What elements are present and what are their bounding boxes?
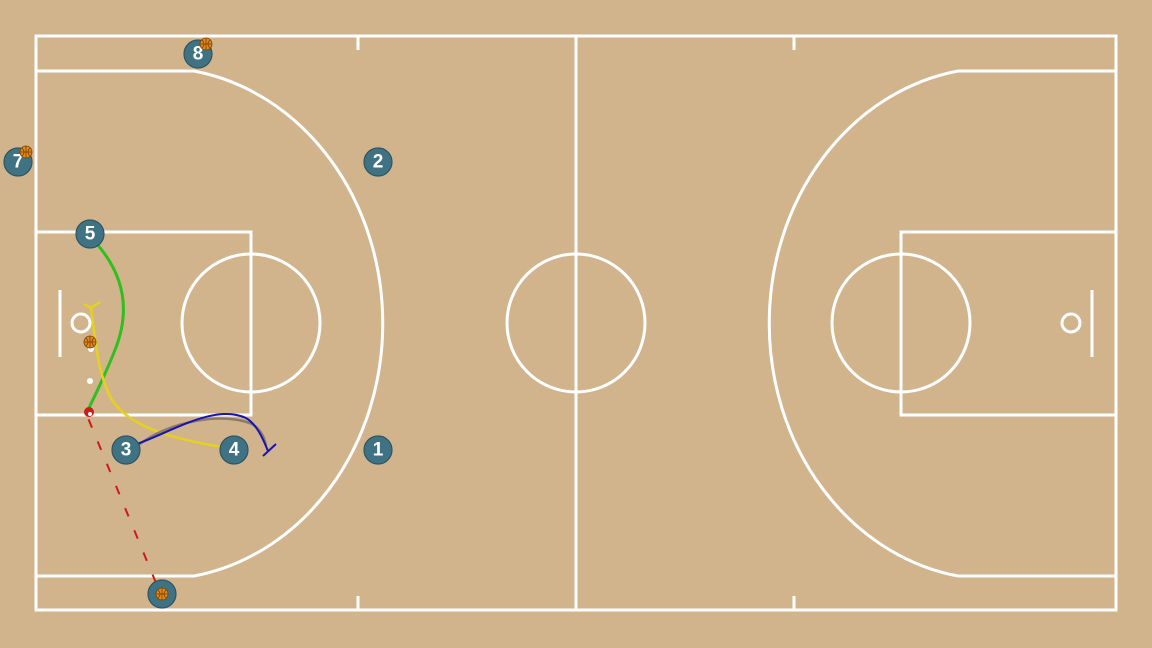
player-2[interactable]: 2 bbox=[363, 147, 393, 177]
player-number: 8 bbox=[193, 44, 204, 65]
basketball-icon bbox=[155, 587, 169, 601]
left-free-throw-circle bbox=[180, 252, 322, 394]
pass-line-path bbox=[87, 417, 157, 584]
court-lines bbox=[34, 34, 1118, 612]
player-marker bbox=[75, 219, 105, 249]
left-hoop bbox=[70, 312, 92, 334]
player-number: 3 bbox=[121, 440, 132, 461]
player-ball-handler[interactable] bbox=[147, 579, 177, 609]
player-4[interactable]: 4 bbox=[219, 435, 249, 465]
right-hoop bbox=[1060, 312, 1082, 334]
basketball-icon bbox=[199, 37, 213, 51]
player-number: 2 bbox=[373, 152, 384, 173]
right-free-throw-circle bbox=[830, 252, 972, 394]
player-marker bbox=[363, 435, 393, 465]
player-5-cut-path bbox=[86, 242, 125, 411]
player-number: 1 bbox=[373, 440, 384, 461]
player-number: 7 bbox=[13, 152, 24, 173]
play-paths bbox=[83, 242, 277, 584]
hand-off-marker-dot bbox=[88, 412, 92, 416]
player-marker bbox=[111, 435, 141, 465]
player-7[interactable]: 7 bbox=[3, 145, 33, 177]
player-marker bbox=[219, 435, 249, 465]
loose-basketball-icon bbox=[83, 335, 97, 349]
player-3-drive-path bbox=[136, 417, 268, 447]
right-key bbox=[899, 230, 1116, 417]
player-4-cut-path bbox=[83, 300, 228, 450]
player-3-screen-path bbox=[136, 413, 277, 457]
left-key bbox=[36, 230, 253, 417]
player-marker bbox=[363, 147, 393, 177]
player-number: 5 bbox=[85, 224, 96, 245]
player-1[interactable]: 1 bbox=[363, 435, 393, 465]
players: 1 2 3 4 5 7 bbox=[3, 37, 393, 609]
player-number: 4 bbox=[229, 440, 240, 461]
center-circle bbox=[505, 252, 647, 394]
path-dot bbox=[87, 378, 93, 384]
basketball-icon bbox=[19, 145, 33, 159]
player-5[interactable]: 5 bbox=[75, 219, 105, 249]
player-8[interactable]: 8 bbox=[183, 37, 213, 69]
right-three-point-arc bbox=[767, 69, 1116, 578]
player-3[interactable]: 3 bbox=[111, 435, 141, 465]
left-three-point-arc bbox=[36, 69, 385, 578]
